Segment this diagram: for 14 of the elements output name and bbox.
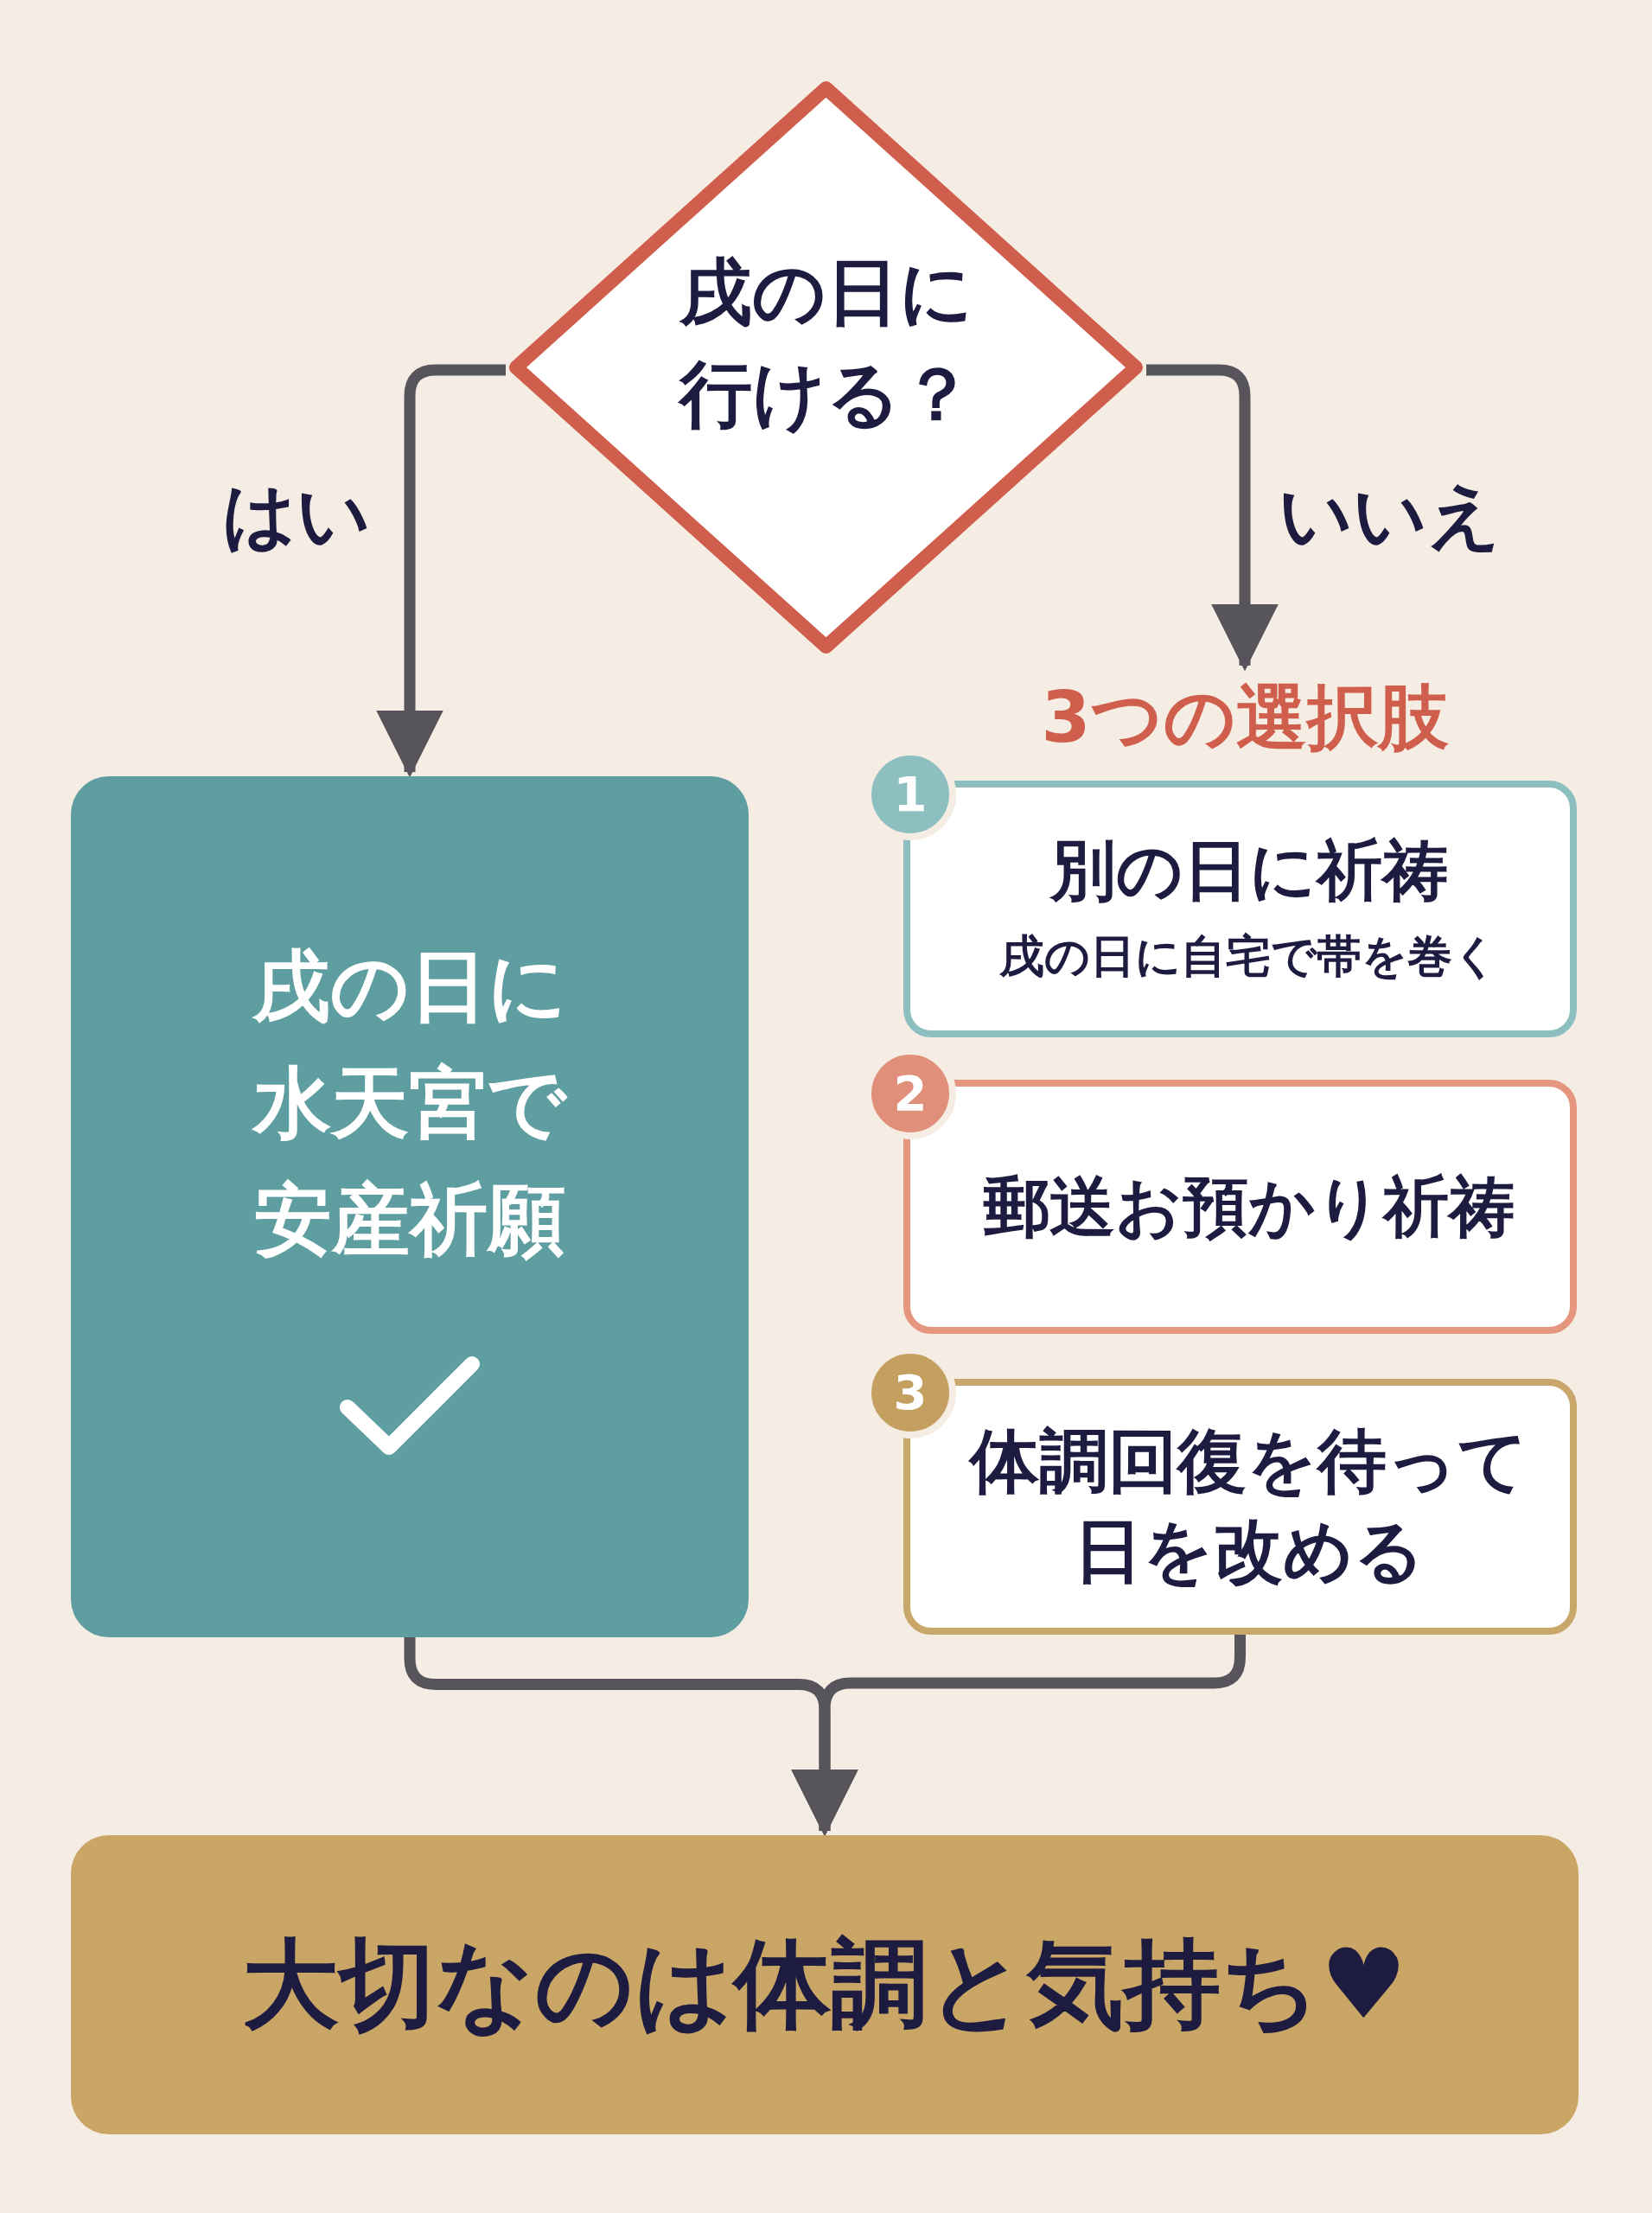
result-text: 戌の日に水天宮で安産祈願 bbox=[251, 940, 569, 1266]
question-text: 戌の日に行ける？ bbox=[677, 249, 974, 438]
conclusion-text: 大切なのは体調と気持ち♥ bbox=[242, 1926, 1407, 2042]
option-title: 体調回復を待って日を改める bbox=[967, 1420, 1529, 1593]
arrow bbox=[1146, 364, 1279, 672]
result-card bbox=[71, 776, 749, 1637]
option-title: 別の日に祈祷 bbox=[1049, 831, 1448, 911]
edge-label: いいえ bbox=[1278, 472, 1502, 559]
conclusion-banner bbox=[71, 1835, 1579, 2134]
option-title: 郵送お預かり祈祷 bbox=[983, 1166, 1515, 1247]
edge-label: はい bbox=[221, 472, 372, 559]
option-note: 戌の日に自宅で帯を巻く bbox=[999, 928, 1498, 984]
section-heading: 3つの選択肢 bbox=[1040, 675, 1450, 760]
arrow bbox=[376, 364, 506, 778]
